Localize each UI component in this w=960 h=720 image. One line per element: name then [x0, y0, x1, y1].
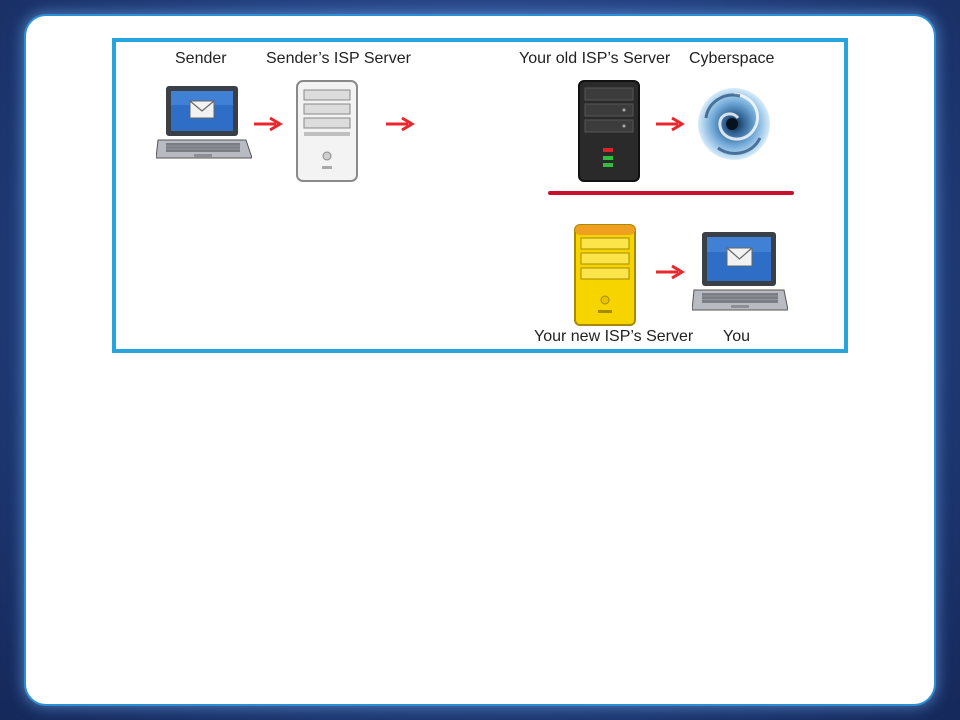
arrow-icon	[384, 116, 416, 132]
old-isp-label: Your old ISP’s Server	[519, 50, 671, 67]
you-label: You	[723, 328, 750, 345]
recipient-laptop-icon	[692, 230, 788, 314]
old-isp-server-icon	[576, 78, 642, 184]
sender-isp-label: Sender’s ISP Server	[266, 50, 411, 67]
new-isp-server-icon	[572, 222, 638, 328]
arrow-icon	[654, 264, 686, 280]
arrow-icon	[252, 116, 284, 132]
new-isp-label: Your new ISP’s Server	[534, 328, 694, 345]
sender-laptop-icon	[156, 84, 252, 162]
sender-isp-server-icon	[294, 78, 360, 184]
cyberspace-vortex-icon	[694, 84, 774, 164]
cyberspace-label: Cyberspace	[689, 50, 775, 67]
red-divider-line	[548, 190, 794, 196]
arrow-icon	[654, 116, 686, 132]
sender-label: Sender	[175, 50, 227, 67]
email-flow-diagram: Sender Sender’s ISP Server Your old ISP’…	[112, 38, 848, 353]
